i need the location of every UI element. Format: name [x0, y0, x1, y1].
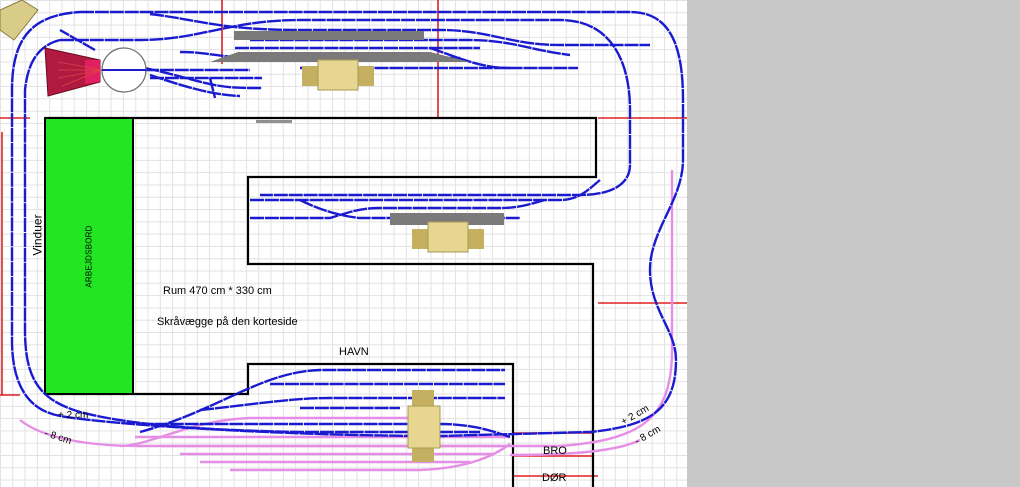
workbench-label: ARBEJDSBORD: [84, 224, 94, 288]
station-building-middle: [427, 221, 469, 253]
upper-station: [210, 31, 470, 123]
layout-canvas[interactable]: Rum 470 cm * 330 cm Skråvægge på den kor…: [0, 0, 687, 487]
harbour-label: HAVN: [339, 346, 369, 358]
turntable-area: [44, 47, 147, 97]
lower-level-track: [19, 170, 674, 472]
workbench: [44, 117, 134, 395]
platform-middle: [390, 213, 504, 225]
windows-label: Vinduer: [31, 214, 45, 256]
empty-gray-area: [687, 0, 1020, 487]
wall-upper-peninsula: [45, 116, 598, 487]
platform-upper: [234, 31, 424, 40]
station-building-harbour: [407, 405, 441, 449]
bridge-label: BRO: [543, 445, 567, 457]
harbour-station: [407, 390, 441, 462]
room-size-label: Rum 470 cm * 330 cm: [163, 285, 272, 297]
corner-building: [0, 0, 39, 41]
track-plan-drawing: [0, 0, 687, 487]
left-plus-label: + 2 cm: [58, 410, 89, 421]
station-building-upper: [317, 59, 359, 91]
door-label: DØR: [542, 472, 567, 484]
sloped-walls-label: Skråvægge på den korteside: [157, 316, 298, 328]
wall-harbour: [45, 362, 515, 487]
platform-lower: [210, 52, 470, 62]
middle-station: [390, 213, 504, 253]
room-walls: [45, 116, 598, 487]
